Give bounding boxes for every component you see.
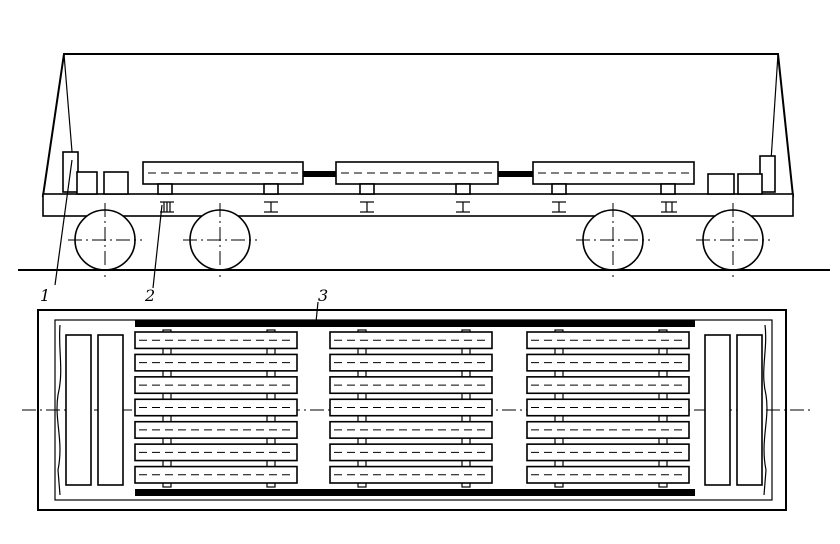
bundle-1-5 (134, 420, 298, 439)
end-mark-left (56, 324, 62, 496)
bundle-1-1 (134, 331, 298, 350)
plan-end-block-left-2 (97, 334, 124, 486)
bundle-group-3 (526, 329, 690, 488)
plan-view (22, 301, 810, 511)
support-3 (360, 201, 374, 213)
end-block-left-1 (76, 171, 98, 195)
bundle-2-7 (329, 465, 493, 484)
callout-3: 3 (318, 286, 328, 305)
wheel-3 (576, 203, 650, 277)
bundle-3-1 (526, 331, 690, 350)
bundle-groups (134, 329, 690, 488)
end-mark-right (763, 324, 768, 496)
bundle-group-1 (134, 329, 298, 488)
bundle-1-7 (134, 465, 298, 484)
bundle-1-4 (134, 398, 298, 417)
wagon-frame (42, 193, 794, 217)
side-view (18, 53, 830, 289)
supports (160, 201, 677, 213)
tie-strap-bottom (135, 489, 695, 496)
tie-bar-2 (498, 171, 533, 177)
plan-end-block-right-1 (704, 334, 731, 486)
spacers (157, 183, 676, 195)
bundle-3-4 (526, 398, 690, 417)
bundle-2-5 (329, 420, 493, 439)
bundle-2-4 (329, 398, 493, 417)
bundle-2-3 (329, 376, 493, 395)
bundle-1-2 (134, 353, 298, 372)
wheel-1 (68, 203, 142, 277)
plan-end-block-left-1 (65, 334, 92, 486)
end-block-right-2 (737, 173, 763, 195)
support-1 (160, 201, 174, 213)
bundle-2-1 (329, 331, 493, 350)
bundle-3-3 (526, 376, 690, 395)
bundle-group-2 (329, 329, 493, 488)
leader-3 (315, 301, 319, 323)
callout-2: 2 (144, 286, 155, 305)
load-pack-3 (532, 161, 695, 185)
bundle-2-6 (329, 443, 493, 462)
support-5 (552, 201, 566, 213)
bundle-3-7 (526, 465, 690, 484)
plan-end-block-right-2 (736, 334, 763, 486)
leader-2 (152, 204, 163, 289)
bundle-3-6 (526, 443, 690, 462)
support-2 (264, 201, 278, 213)
end-block-left-2 (103, 171, 129, 195)
load-pack-1 (142, 161, 304, 185)
bundle-2-2 (329, 353, 493, 372)
end-block-right-1 (707, 173, 735, 195)
callout-1: 1 (40, 286, 50, 305)
support-4 (456, 201, 470, 213)
bundle-1-6 (134, 443, 298, 462)
tie-bar-1 (303, 171, 336, 177)
tie-strap-top (135, 320, 695, 327)
load-pack-2 (335, 161, 499, 185)
bundle-1-3 (134, 376, 298, 395)
leader-1 (54, 159, 73, 286)
support-6 (661, 201, 677, 213)
bundle-3-2 (526, 353, 690, 372)
bundle-3-5 (526, 420, 690, 439)
